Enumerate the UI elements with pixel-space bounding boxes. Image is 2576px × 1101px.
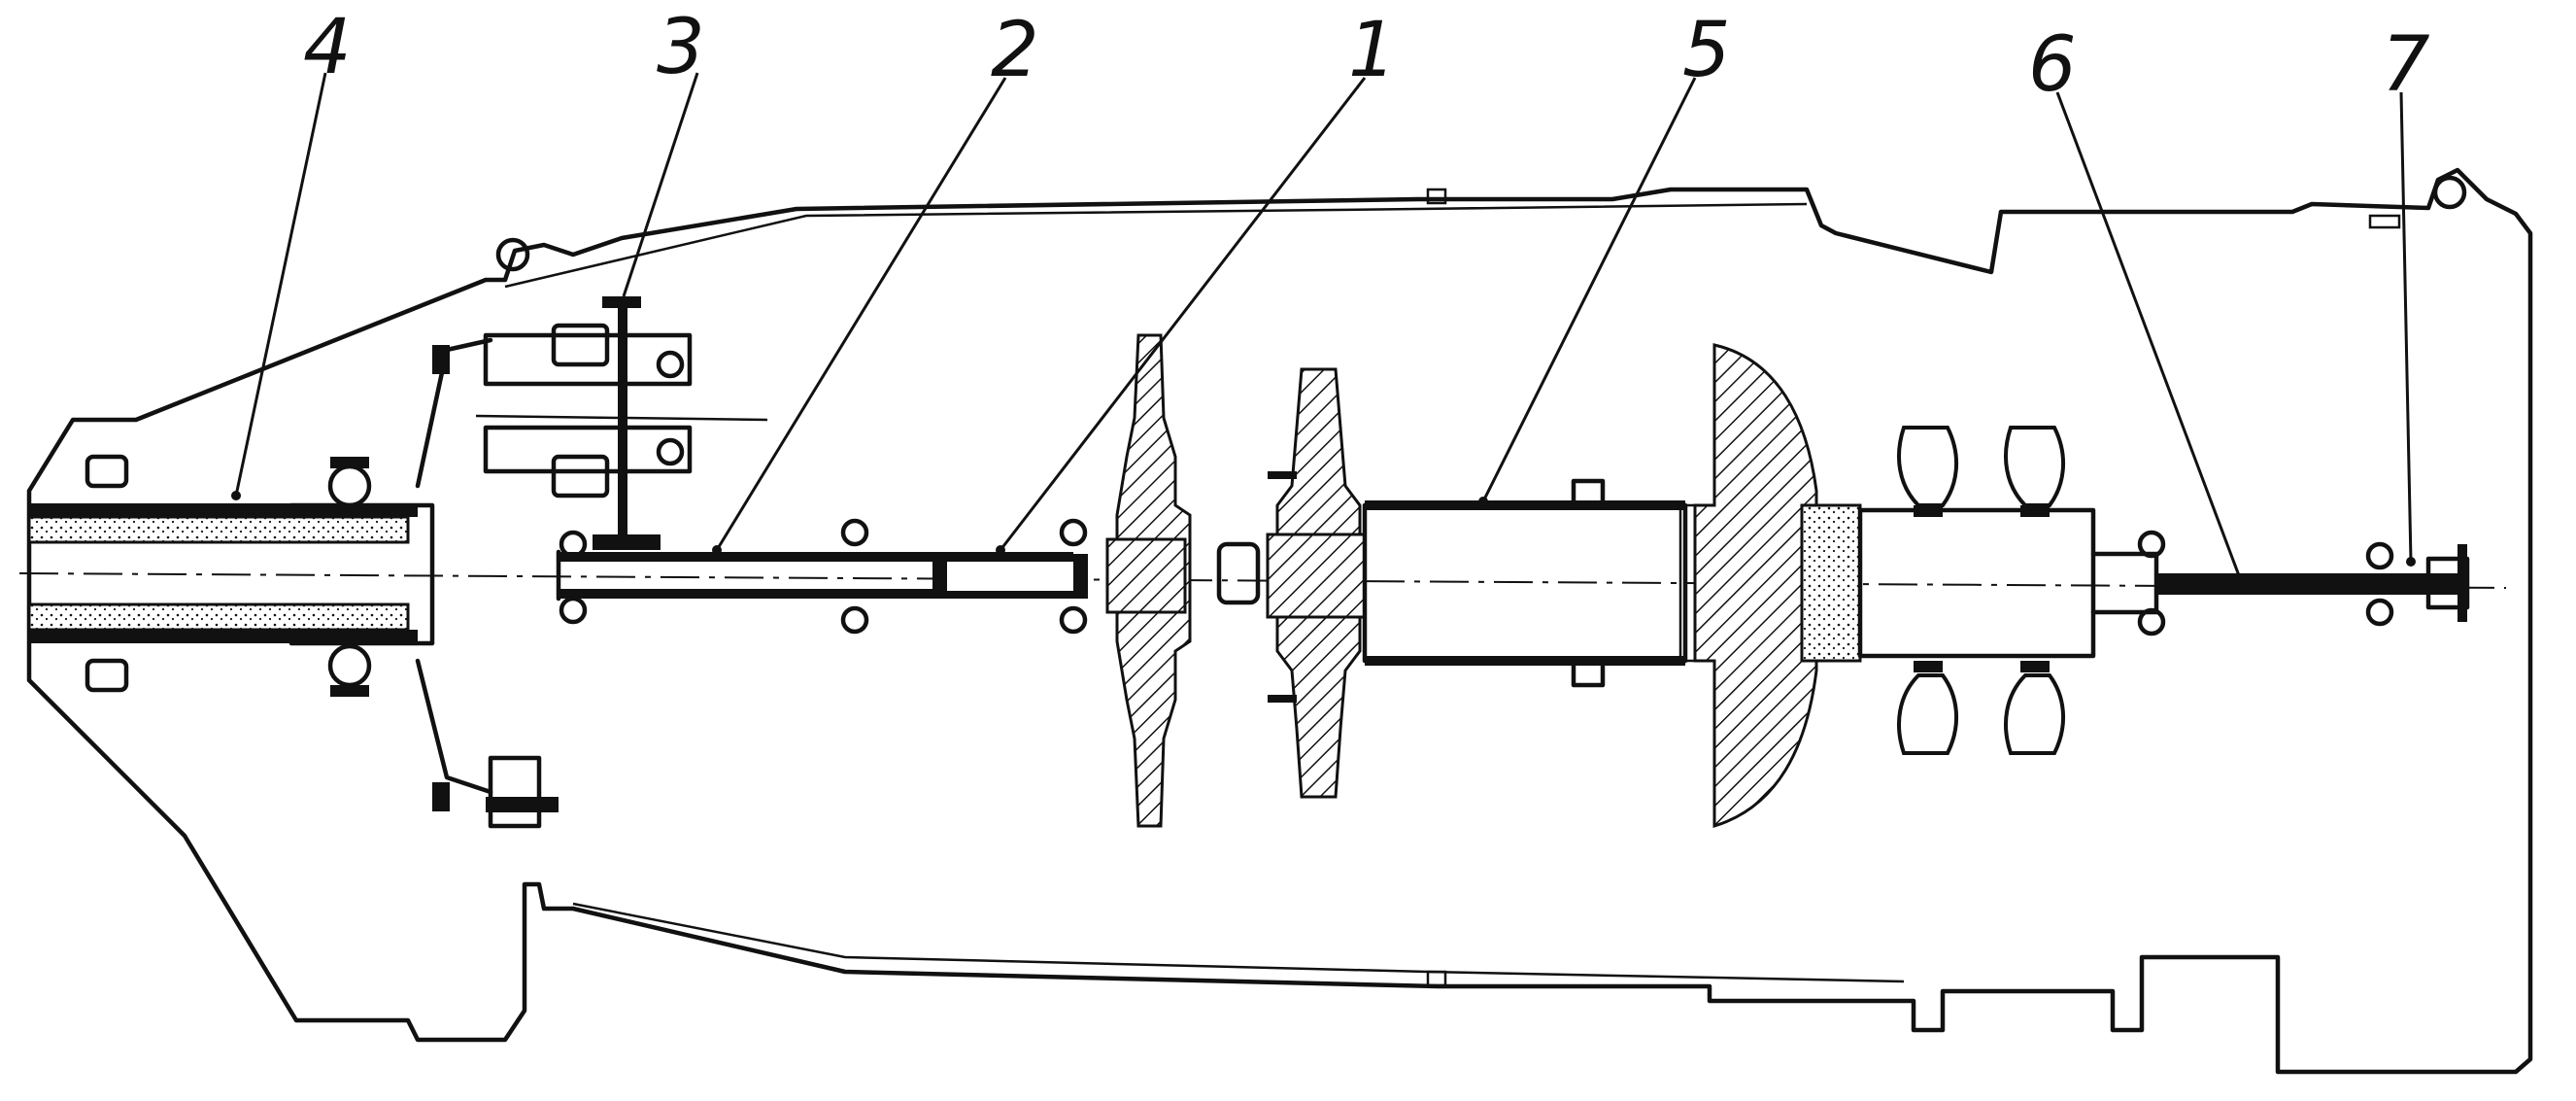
center-axis-line [18,572,2507,589]
output-shaft [2090,530,2470,637]
callout-label-1: 1 [1348,7,1397,94]
callout-label-4: 4 [303,4,352,91]
input-shaft [27,454,435,697]
compressor-disk-2 [1216,367,1367,799]
power-turbine-rotor [1857,426,2096,755]
callout-label-2: 2 [991,7,1039,94]
compressor-shaft [556,518,1088,635]
callout-leaders [231,72,2416,583]
reduction-gearbox [415,296,768,829]
callout-label-5: 5 [1682,7,1731,94]
turbine-wheel [1693,343,1862,829]
callout-label-7: 7 [2382,21,2430,109]
callout-label-6: 6 [2028,21,2077,109]
outer-casing [26,167,2533,1075]
callout-label-3: 3 [657,4,705,91]
compressor-disk-1 [1105,333,1192,828]
combustion-drum [1362,478,1702,688]
